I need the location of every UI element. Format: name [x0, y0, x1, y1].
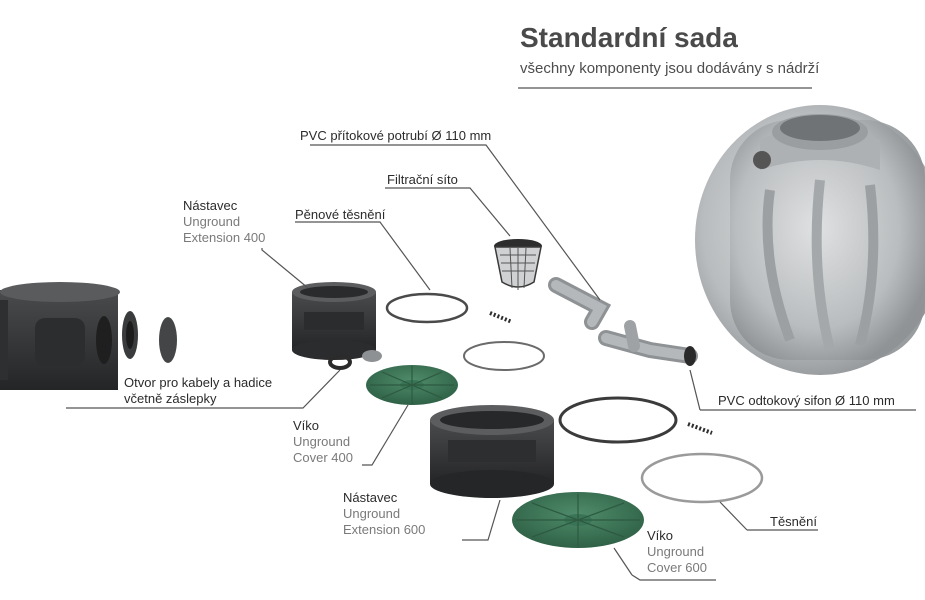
outflow-siphon — [598, 320, 698, 366]
cover-600-line2: Cover 600 — [647, 560, 707, 575]
cover-400-title: Víko — [293, 418, 320, 433]
extension-600-line1: Unground — [343, 506, 401, 521]
extension-400-line2: Extension 400 — [183, 230, 266, 245]
small-plug — [362, 350, 382, 362]
extension-400-line1: Unground — [183, 214, 241, 229]
label-foam-seal: Pěnové těsnění — [295, 207, 386, 222]
label-cover-400: Víko Unground Cover 400 — [293, 418, 353, 466]
left-shaft-ring — [0, 282, 120, 390]
label-seal: Těsnění — [770, 514, 817, 529]
page-subtitle: všechny komponenty jsou dodávány s nádrž… — [520, 60, 820, 77]
extension-400 — [292, 282, 376, 360]
filter-basket — [494, 239, 542, 290]
extension-600-line2: Extension 600 — [343, 522, 426, 537]
label-inflow-pipe: PVC přítokové potrubí Ø 110 mm — [300, 128, 492, 143]
inflow-pipe — [548, 277, 612, 330]
extension-400-title: Nástavec — [183, 198, 238, 213]
cover-400 — [366, 365, 458, 405]
page-title: Standardní sada — [520, 22, 738, 53]
foam-seal-ring — [385, 292, 469, 324]
screw-small-2 — [687, 422, 713, 435]
label-extension-400: Nástavec Unground Extension 400 — [183, 198, 265, 246]
seal-ring-dark — [558, 396, 678, 444]
cable-plugs — [122, 311, 177, 363]
label-extension-600: Nástavec Unground Extension 600 — [343, 490, 425, 538]
seal-ring-middle — [463, 341, 545, 371]
small-gasket — [328, 354, 352, 370]
label-outflow-siphon: PVC odtokový sifon Ø 110 mm — [718, 393, 895, 408]
cover-400-line1: Unground — [293, 434, 351, 449]
cover-600-title: Víko — [647, 528, 674, 543]
cable-hole-line1: Otvor pro kabely a hadice — [124, 375, 273, 390]
label-cable-hole: Otvor pro kabely a hadice včetně záslepk… — [124, 375, 272, 407]
label-filter: Filtrační síto — [387, 172, 458, 187]
extension-600 — [430, 405, 554, 498]
extension-600-title: Nástavec — [343, 490, 398, 505]
leader-lines — [66, 87, 916, 581]
label-cover-600: Víko Unground Cover 600 — [647, 528, 707, 576]
cover-400-line2: Cover 400 — [293, 450, 353, 465]
cover-600-line1: Unground — [647, 544, 705, 559]
tank — [695, 105, 925, 375]
screw-small-1 — [489, 311, 513, 324]
seal-ring-light — [640, 452, 764, 504]
cover-600 — [512, 492, 644, 548]
cable-hole-line2: včetně záslepky — [124, 391, 217, 406]
